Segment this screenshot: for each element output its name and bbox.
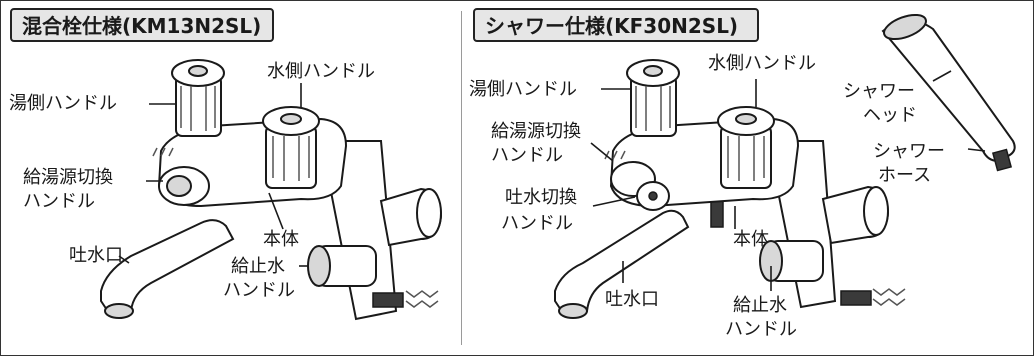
label-source-switch-1: 給湯源切換 [491, 121, 581, 142]
shower-head-face [883, 13, 927, 41]
mixer-faucet-illustration [100, 59, 443, 321]
label-hot-handle: 湯側ハンドル [469, 79, 577, 100]
label-spout: 吐水口 [69, 245, 123, 266]
wall-flange [863, 186, 889, 236]
label-supply-stop-1: 給止水 [231, 256, 285, 277]
label-shower-head-2: ヘッド [863, 105, 917, 126]
spout-pipe [554, 209, 690, 315]
label-source-switch-2: ハンドル [491, 145, 563, 166]
leader-body [268, 192, 284, 230]
mixer-faucet-title: 混合栓仕様(KM13N2SL) [10, 8, 274, 42]
label-source-switch-2: ハンドル [23, 191, 95, 212]
label-body: 本体 [733, 229, 769, 250]
label-shower-hose-2: ホース [878, 165, 932, 186]
spout-outlet [104, 303, 134, 319]
wall-flange [416, 188, 442, 238]
label-body: 本体 [263, 229, 299, 250]
leader-shower-hose [967, 148, 986, 152]
leader-spout-switch [592, 196, 636, 207]
hose-coil [405, 290, 439, 298]
panel-divider [461, 11, 462, 345]
source-switch-grip [152, 147, 174, 157]
shower-faucet-title: シャワー仕様(KF30N2SL) [473, 8, 759, 42]
leader-spout [118, 255, 130, 264]
shower-faucet-panel: シャワー仕様(KF30N2SL) 湯側ハンドル 水側ハンドル 給湯源切換 ハンド… [463, 1, 1033, 355]
label-source-switch-1: 給湯源切換 [23, 167, 113, 188]
spout-pipe [100, 219, 235, 315]
label-supply-stop-2: ハンドル [223, 280, 295, 301]
label-cold-handle: 水側ハンドル [708, 53, 816, 74]
label-spout-switch-1: 吐水切換 [505, 187, 577, 208]
label-supply-stop-2: ハンドル [725, 319, 797, 340]
shower-faucet-illustration [554, 13, 1016, 319]
hose-fitting [372, 292, 404, 308]
supply-stop-knob [307, 245, 331, 287]
label-spout: 吐水口 [605, 289, 659, 310]
label-shower-hose-1: シャワー [873, 141, 945, 162]
leader-source [590, 142, 614, 162]
shower-head-tip [991, 148, 1013, 172]
label-spout-switch-2: ハンドル [501, 213, 573, 234]
label-supply-stop-1: 給止水 [733, 295, 787, 316]
hose-fitting [840, 290, 872, 306]
label-cold-handle: 水側ハンドル [267, 61, 375, 82]
label-shower-head-1: シャワー [843, 81, 915, 102]
spout-outlet [558, 303, 588, 319]
leader-shower-head [932, 70, 952, 82]
label-hot-handle: 湯側ハンドル [9, 93, 117, 114]
mixer-faucet-panel: 混合栓仕様(KM13N2SL) 湯側ハンドル 水側ハンドル 給湯源切換 ハンドル… [1, 1, 461, 355]
